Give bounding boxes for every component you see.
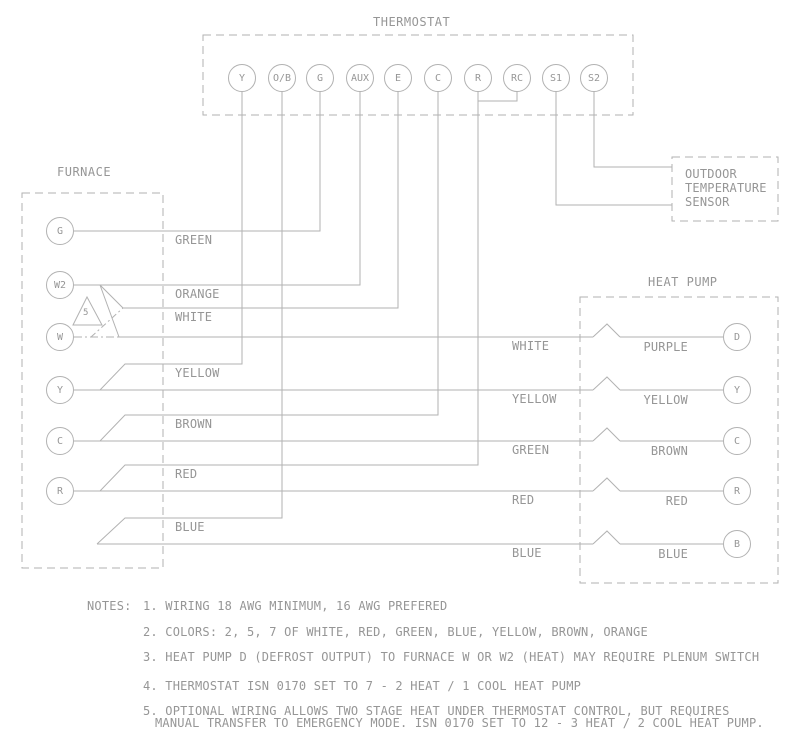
wire-label-green: GREEN	[175, 233, 213, 247]
hp-internal-label-blue: BLUE	[658, 547, 688, 561]
thermostat-box	[202, 34, 634, 116]
hp-wire-label-yellow: YELLOW	[512, 392, 557, 406]
furnace-terminal-g: G	[46, 217, 74, 245]
hp-internal-label-red: RED	[665, 494, 688, 508]
sensor-label-line3: SENSOR	[685, 195, 730, 209]
hp-wire-label-green: GREEN	[512, 443, 550, 457]
thermostat-title: THERMOSTAT	[373, 15, 451, 29]
furnace-terminal-c: C	[46, 427, 74, 455]
heatpump-terminal-c: C	[723, 427, 751, 455]
wire-w2-crossover-solid	[99, 284, 124, 338]
thermostat-terminal-s1: S1	[542, 64, 570, 92]
wire-label-white: WHITE	[175, 310, 213, 324]
wire-blue	[96, 92, 723, 545]
thermostat-terminal-aux: AUX	[346, 64, 374, 92]
thermostat-terminal-rc: RC	[503, 64, 531, 92]
wire-s2	[593, 92, 672, 168]
wire-label-blue: BLUE	[175, 520, 205, 534]
wire-brown-green	[74, 92, 723, 442]
note5-flag-number: 5	[83, 308, 89, 318]
wire-label-red: RED	[175, 467, 198, 481]
wire-w-crossover-dashed	[90, 307, 124, 338]
thermostat-terminal-e: E	[384, 64, 412, 92]
sensor-label-line1: OUTDOOR	[685, 167, 737, 181]
hp-wire-label-white: WHITE	[512, 339, 550, 353]
furnace-box	[21, 192, 164, 569]
thermostat-terminal-y: Y	[228, 64, 256, 92]
heatpump-terminal-b: B	[723, 530, 751, 558]
wire-green	[74, 92, 321, 232]
heatpump-terminal-r: R	[723, 477, 751, 505]
wire-label-yellow: YELLOW	[175, 366, 220, 380]
thermostat-terminal-c: C	[424, 64, 452, 92]
thermostat-terminal-g: G	[306, 64, 334, 92]
note-item-5-continuation: MANUAL TRANSFER TO EMERGENCY MODE. ISN 0…	[155, 716, 764, 730]
note-item-3: 3. HEAT PUMP D (DEFROST OUTPUT) TO FURNA…	[143, 650, 760, 664]
heatpump-box	[579, 296, 779, 584]
sensor-box	[671, 156, 779, 222]
heatpump-terminal-d: D	[723, 323, 751, 351]
hp-internal-label-yellow: YELLOW	[643, 393, 688, 407]
sensor-label-line2: TEMPERATURE	[685, 181, 767, 195]
wire-orange	[74, 92, 361, 286]
hp-internal-label-purple: PURPLE	[643, 340, 688, 354]
note5-triangle	[72, 295, 103, 326]
thermostat-terminal-r: R	[464, 64, 492, 92]
hp-wire-label-blue: BLUE	[512, 546, 542, 560]
hp-internal-label-brown: BROWN	[650, 444, 688, 458]
furnace-title: FURNACE	[57, 165, 112, 179]
wire-s1	[555, 92, 672, 206]
note-item-2: 2. COLORS: 2, 5, 7 OF WHITE, RED, GREEN,…	[143, 625, 648, 639]
furnace-terminal-w: W	[46, 323, 74, 351]
rc-jumper	[478, 92, 518, 102]
note-item-1: 1. WIRING 18 AWG MINIMUM, 16 AWG PREFERE…	[143, 599, 448, 613]
thermostat-terminal-ob: O/B	[268, 64, 296, 92]
furnace-terminal-r: R	[46, 477, 74, 505]
notes-heading: NOTES:	[87, 599, 132, 613]
splice-chevrons	[592, 323, 621, 545]
thermostat-terminal-s2: S2	[580, 64, 608, 92]
furnace-terminal-y: Y	[46, 376, 74, 404]
heatpump-terminal-y: Y	[723, 376, 751, 404]
note-item-4: 4. THERMOSTAT ISN 0170 SET TO 7 - 2 HEAT…	[143, 679, 582, 693]
heatpump-title: HEAT PUMP	[648, 275, 718, 289]
wire-label-brown: BROWN	[175, 417, 213, 431]
hp-wire-label-red: RED	[512, 493, 535, 507]
wire-white-to-e	[123, 92, 399, 309]
furnace-terminal-w2: W2	[46, 271, 74, 299]
wire-label-orange: ORANGE	[175, 287, 220, 301]
wire-red	[74, 92, 723, 492]
note-item-5: 5. OPTIONAL WIRING ALLOWS TWO STAGE HEAT…	[143, 704, 730, 718]
wire-yellow	[74, 92, 723, 391]
